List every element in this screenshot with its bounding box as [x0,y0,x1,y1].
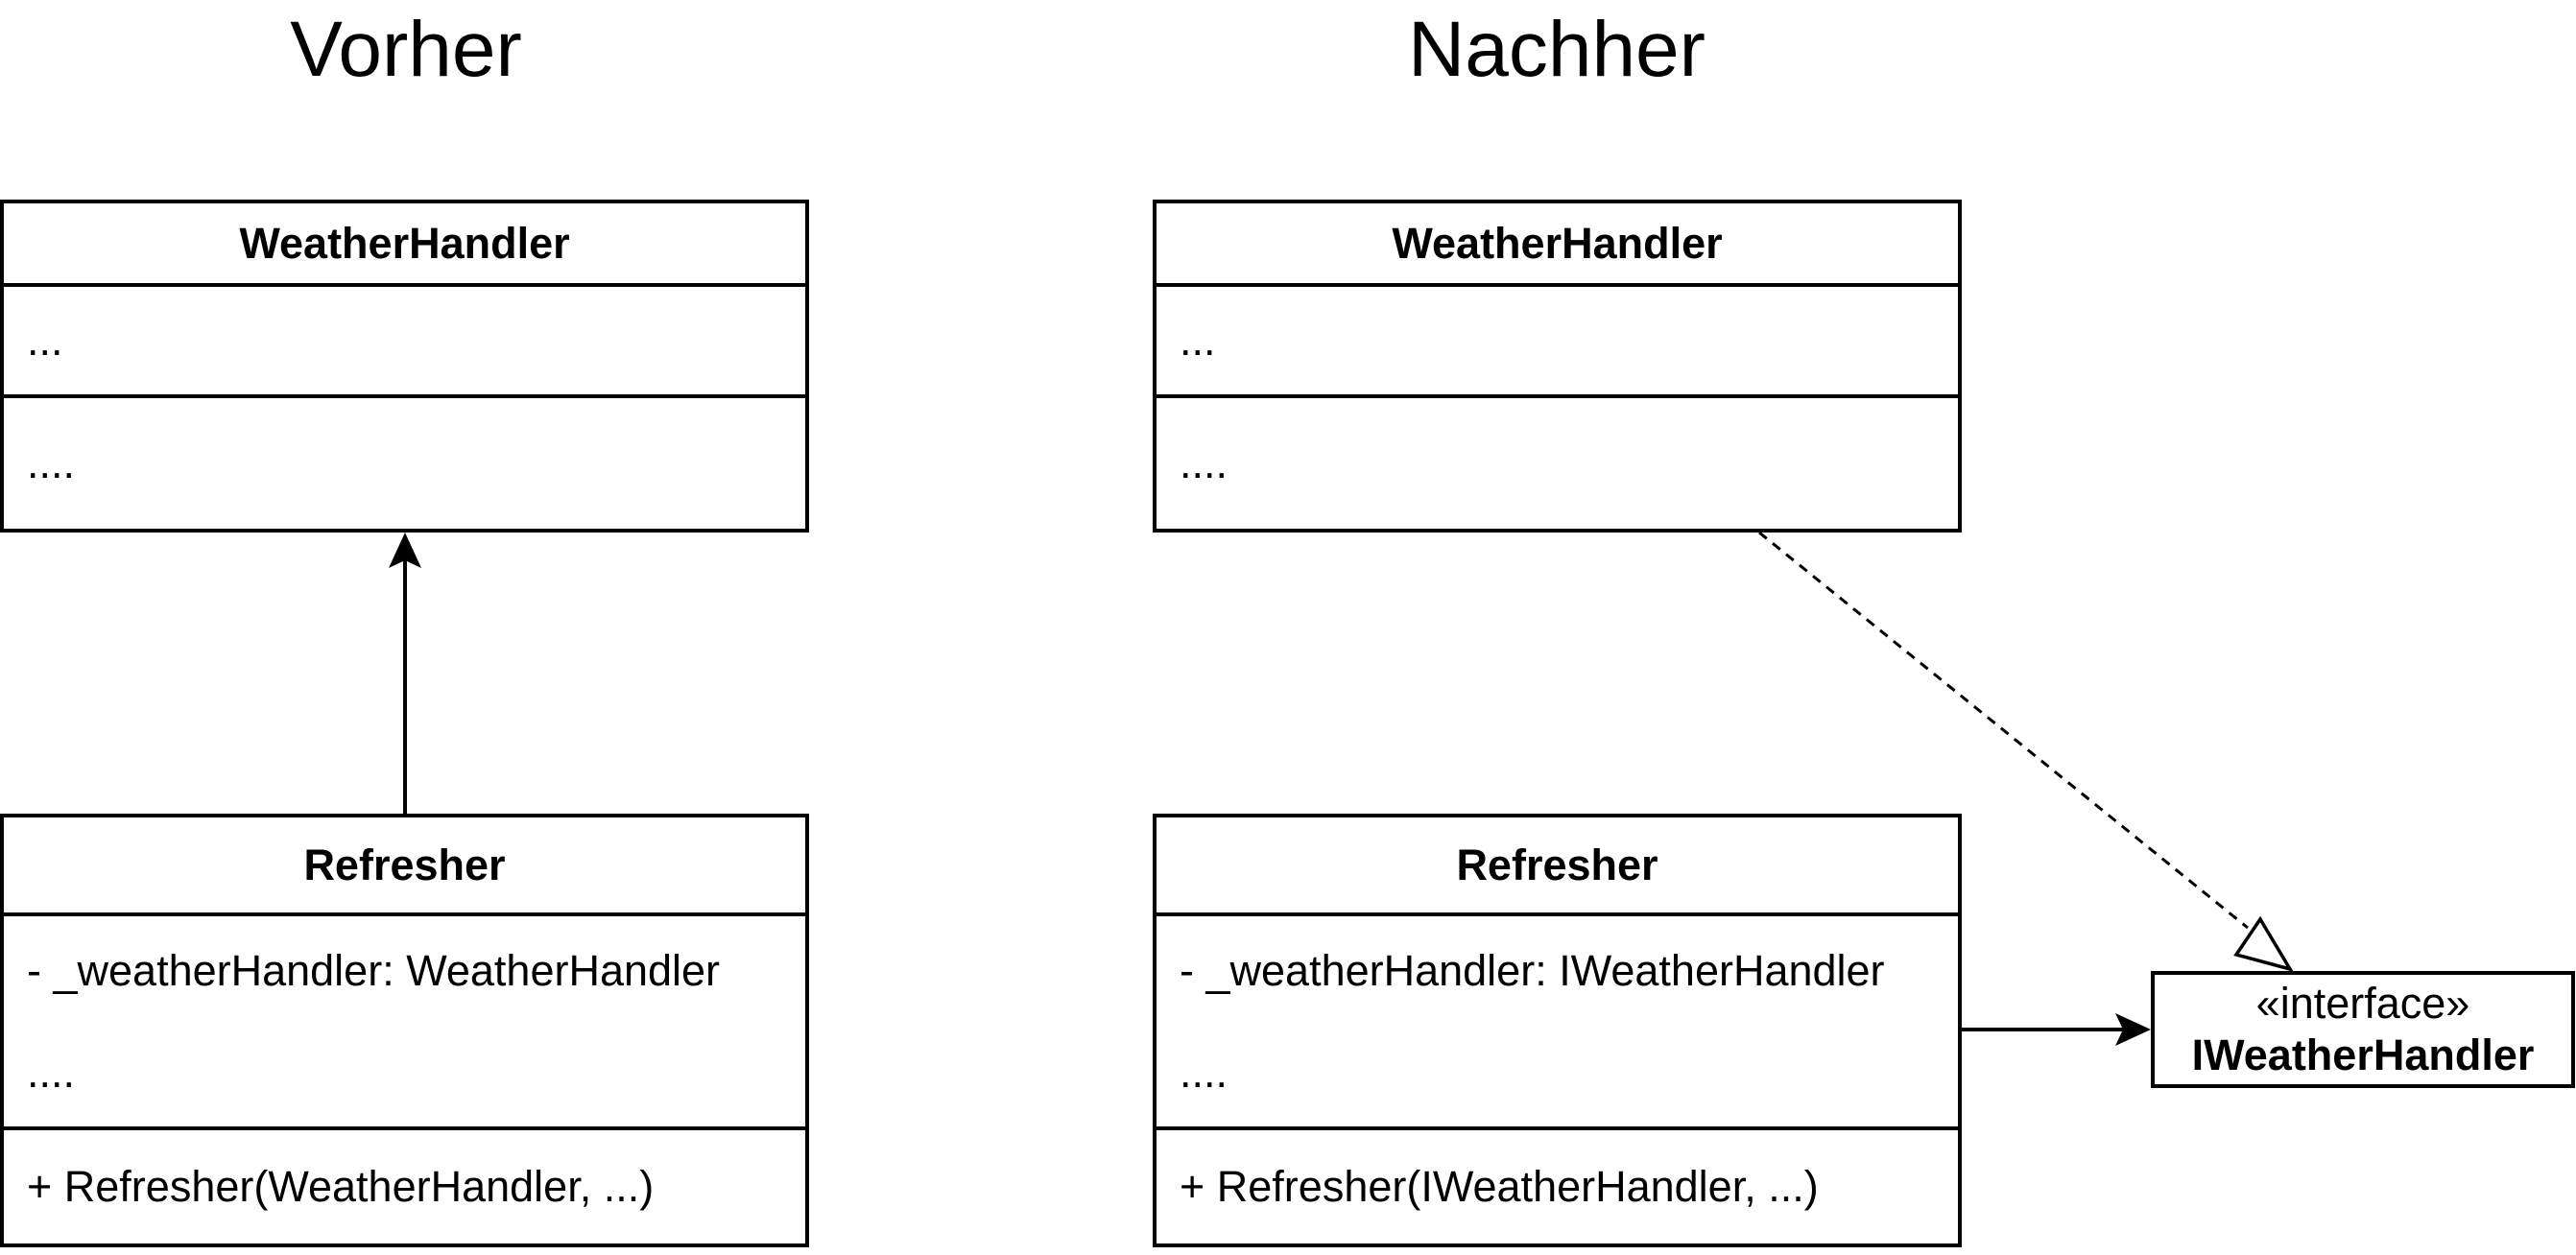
association-before [389,533,421,814]
interface-stereotype: «interface» [2255,979,2470,1028]
attribute: .... [1180,1048,1228,1098]
attributes-section: ... [1157,287,1958,398]
operations-section: + Refresher(IWeatherHandler, ...) [1157,1130,1958,1243]
attribute: - _weatherHandler: IWeatherHandler [1180,946,1885,996]
class-name: Refresher [1157,817,1958,917]
association-after [1962,1013,2151,1046]
heading-nachher: Nachher [1408,6,1705,93]
attributes-section: - _weatherHandler: IWeatherHandler .... [1157,916,1958,1130]
interface-name: IWeatherHandler [2191,1030,2535,1079]
operation: + Refresher(WeatherHandler, ...) [27,1162,655,1211]
attributes-section: - _weatherHandler: WeatherHandler .... [4,916,805,1130]
operations-section: .... [4,398,805,529]
attributes-section: ... [4,287,805,398]
arrowhead-open-before [389,533,421,568]
operation: .... [1180,438,1228,487]
attribute: - _weatherHandler: WeatherHandler [27,946,721,996]
operations-section: + Refresher(WeatherHandler, ...) [4,1130,805,1243]
attribute: ... [27,316,63,365]
class-name: WeatherHandler [1157,203,1958,287]
arrowhead-hollow-triangle [2233,915,2294,972]
class-weatherhandler-before[interactable]: WeatherHandler ... .... [0,200,809,533]
class-name: WeatherHandler [4,203,805,287]
interface-iweatherhandler[interactable]: «interface» IWeatherHandler [2151,971,2575,1088]
arrowhead-open-after [2115,1013,2151,1046]
heading-vorher: Vorher [290,6,522,93]
attribute: .... [27,1048,76,1098]
operation: + Refresher(IWeatherHandler, ...) [1180,1162,1819,1211]
class-refresher-before[interactable]: Refresher - _weatherHandler: WeatherHand… [0,814,809,1247]
operation: .... [27,438,76,487]
class-weatherhandler-after[interactable]: WeatherHandler ... .... [1153,200,1962,533]
class-name: Refresher [4,817,805,917]
attribute: ... [1180,316,1216,365]
class-refresher-after[interactable]: Refresher - _weatherHandler: IWeatherHan… [1153,814,1962,1247]
operations-section: .... [1157,398,1958,529]
